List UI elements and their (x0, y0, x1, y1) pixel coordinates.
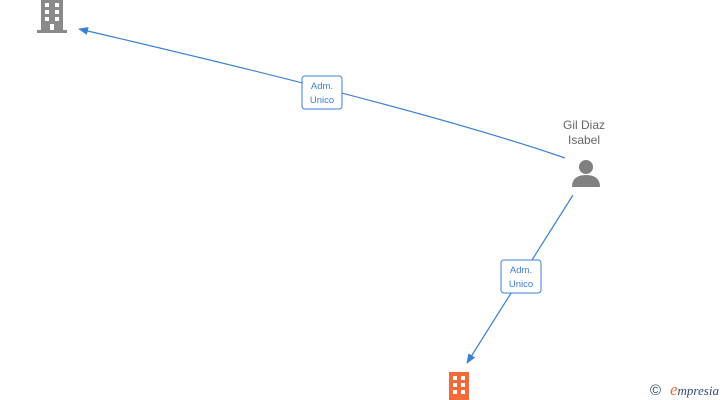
building-icon (449, 372, 469, 400)
watermark: © empresia (650, 380, 719, 399)
company-node-bottom[interactable] (449, 372, 469, 400)
person-name-line2: Isabel (568, 133, 600, 147)
edge-to-bottom-company: Adm. Unico (466, 194, 574, 364)
edge-label-line1: Adm. (311, 81, 333, 92)
edge-label[interactable]: Adm. Unico (500, 259, 542, 294)
company-node-top[interactable] (37, 0, 67, 33)
person-node[interactable]: Gil Diaz Isabel (563, 118, 605, 187)
person-icon (572, 160, 600, 187)
edge-label[interactable]: Adm. Unico (301, 75, 343, 110)
brand-rest: mpresia (678, 383, 720, 398)
brand-name: empresia (670, 380, 719, 399)
building-icon (37, 0, 67, 33)
edge-line (78, 27, 566, 159)
edge-to-top-company: Adm. Unico (78, 27, 566, 159)
edge-label-line2: Unico (310, 95, 334, 106)
edge-label-line2: Unico (509, 279, 533, 290)
copyright-symbol: © (650, 382, 661, 399)
edge-label-line1: Adm. (510, 265, 532, 276)
person-name-line1: Gil Diaz (563, 118, 605, 132)
brand-initial: e (670, 380, 678, 399)
